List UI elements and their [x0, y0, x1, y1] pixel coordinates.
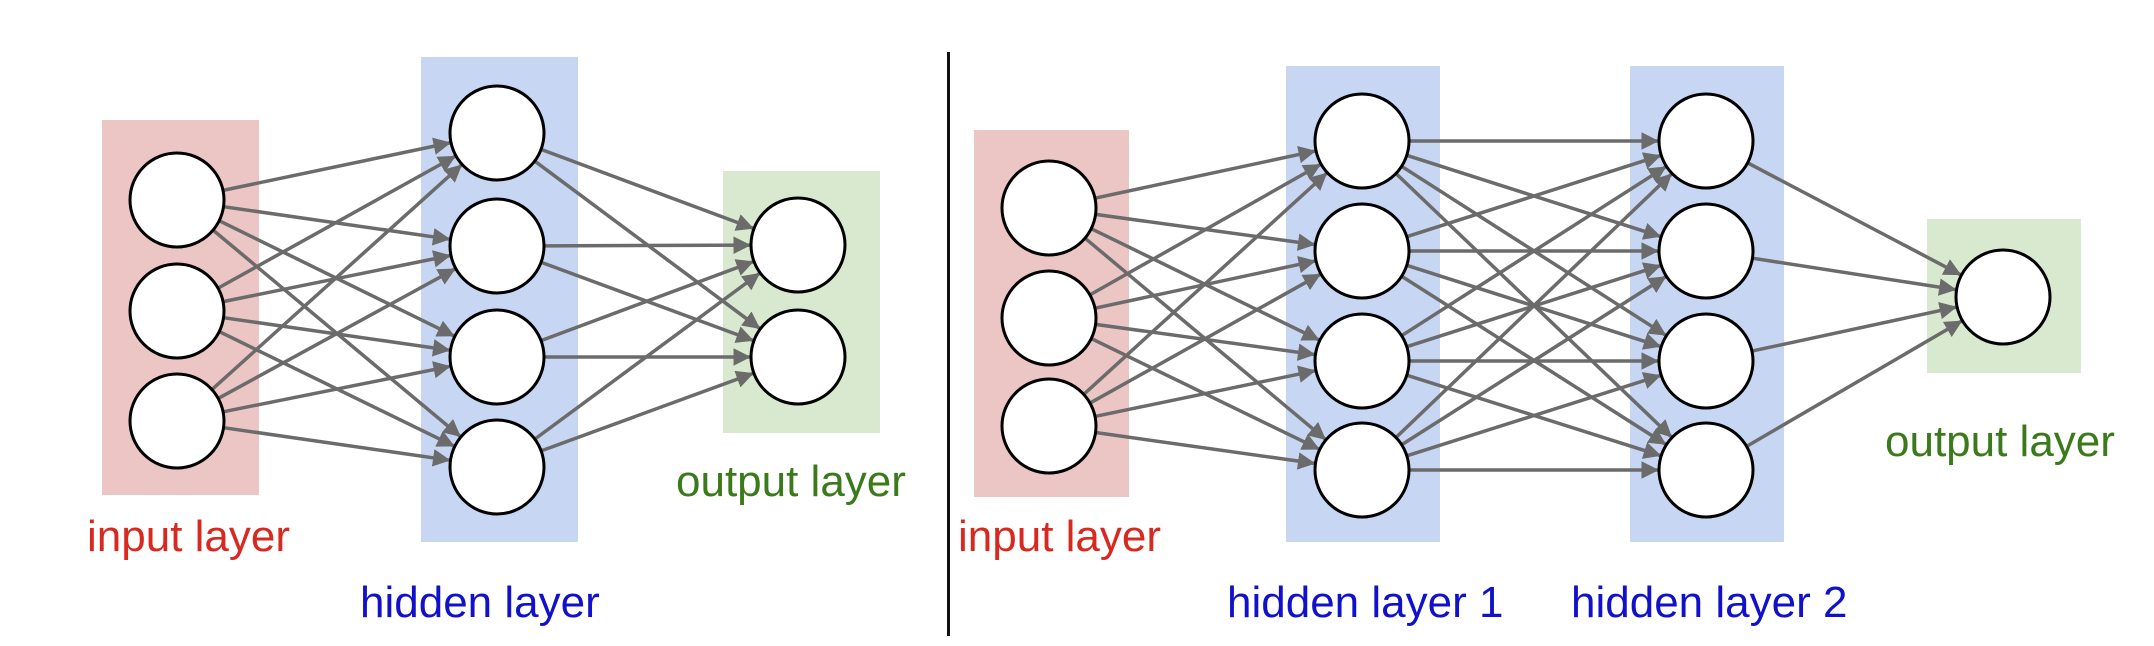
net2-edge-l1-3-to-2	[1406, 372, 1662, 458]
net2-layer1-neuron-1	[1313, 202, 1411, 300]
net1-output-layer-label: output layer	[676, 457, 906, 506]
net2-edge-l2-2-to-0	[1751, 302, 1958, 353]
net1-input-layer-label: input layer	[87, 512, 291, 561]
net2-edge-l2-3-to-0	[1745, 319, 1964, 448]
net2-edge-l0-2-to-0	[1082, 171, 1329, 396]
net1-edge-l1-3-to-0	[533, 271, 762, 441]
net1-edge-l1-3-to-1	[540, 370, 755, 453]
net2-layer2-neuron-0	[1657, 92, 1755, 190]
net1-edge-l1-1-to-0	[543, 236, 752, 254]
net1-layer0-neuron-1	[128, 262, 226, 360]
net2-hidden-layer-1-label: hidden layer 1	[1227, 578, 1504, 627]
net1-layer1-neuron-2	[448, 308, 546, 406]
net2-edge-l1-1-to-0	[1406, 152, 1662, 239]
net2-edge-l0-0-to-0	[1094, 145, 1317, 200]
net1-edge-l1-0-to-0	[540, 147, 755, 231]
net1-edge-l0-0-to-0	[222, 137, 452, 193]
net2-edge-l0-1-to-0	[1089, 162, 1322, 297]
net2-layer3-neuron-0	[1954, 248, 2052, 346]
net2-edge-l0-2-to-1	[1089, 272, 1322, 405]
net1-layer1-neuron-3	[448, 418, 546, 516]
net2-edge-l1-3-to-0	[1394, 172, 1674, 439]
net2-layer0-neuron-2	[1000, 377, 1098, 475]
net1-edge-l0-2-to-0	[210, 163, 464, 391]
net1-edge-l0-2-to-1	[217, 267, 457, 400]
net2-layer1-neuron-3	[1313, 421, 1411, 519]
net1-layer2-neuron-1	[749, 308, 847, 406]
net2-input-layer-label: input layer	[958, 512, 1162, 561]
net1-layer1-neuron-0	[448, 84, 546, 182]
net1-hidden-layer-label: hidden layer	[360, 578, 600, 627]
net2-edge-l2-0-to-0	[1746, 161, 1963, 277]
net1-edge-l1-2-to-0	[540, 259, 755, 343]
net2-layer0-neuron-1	[1000, 269, 1098, 367]
net2-edge-l1-3-to-1	[1400, 274, 1668, 447]
net2-layer1-neuron-2	[1313, 312, 1411, 410]
net1-edge-l0-1-to-0	[217, 154, 457, 290]
panel-divider	[947, 52, 950, 636]
net2-layer2-neuron-1	[1657, 202, 1755, 300]
net1-layer2-neuron-0	[749, 196, 847, 294]
net1-layer0-neuron-0	[128, 151, 226, 249]
net1-layer0-neuron-2	[128, 372, 226, 470]
net2-layer2-neuron-3	[1657, 421, 1755, 519]
net2-layer2-neuron-2	[1657, 312, 1755, 410]
net2-hidden-layer-2-label: hidden layer 2	[1571, 578, 1848, 627]
net2-edge-l0-2-to-2	[1094, 365, 1317, 419]
net2-edge-l1-2-to-0	[1400, 164, 1668, 338]
net2-edge-l2-1-to-0	[1752, 256, 1957, 296]
net2-edge-l0-2-to-3	[1095, 430, 1316, 470]
net1-edge-l0-2-to-2	[222, 361, 452, 414]
net2-output-layer-label: output layer	[1885, 417, 2115, 466]
net2-layer0-neuron-0	[1000, 159, 1098, 257]
net1-edge-l0-2-to-3	[223, 425, 451, 467]
net2-layer1-neuron-0	[1313, 92, 1411, 190]
net1-layer1-neuron-1	[448, 197, 546, 295]
